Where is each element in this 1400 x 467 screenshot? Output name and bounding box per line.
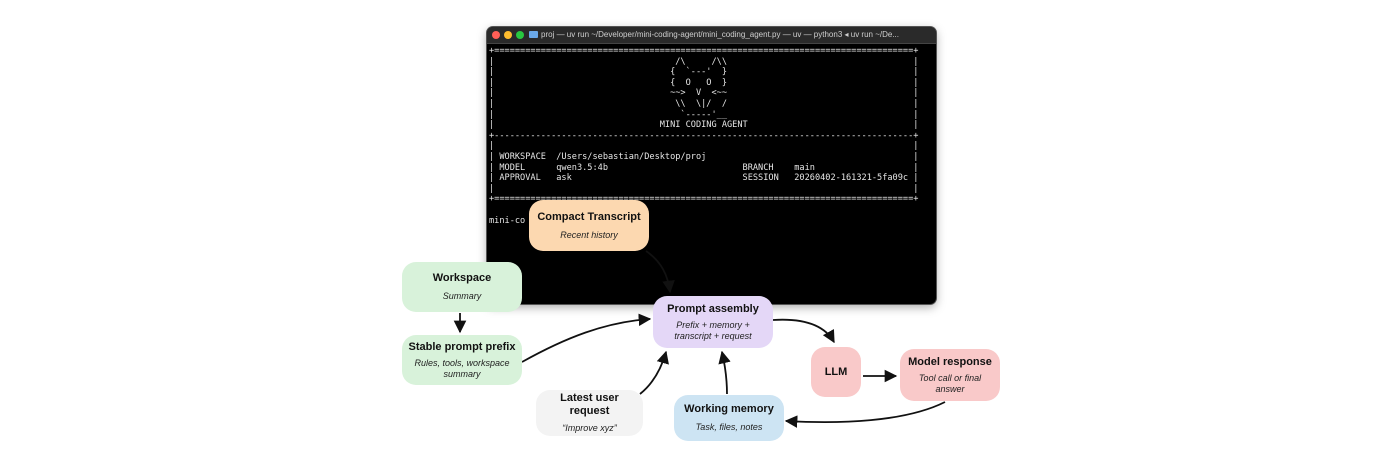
terminal-line: | ~~> V <~~ | <box>489 88 919 99</box>
working-memory-title: Working memory <box>684 403 774 415</box>
arrow-latest-to-prompt <box>639 350 669 395</box>
stable-prompt-prefix-title: Stable prompt prefix <box>408 340 516 353</box>
compact-transcript-node: Compact Transcript Recent history <box>529 200 649 251</box>
terminal-line: mini-co <box>489 215 526 226</box>
workspace-node: Workspace Summary <box>402 262 522 312</box>
working-memory-node: Working memory Task, files, notes <box>674 395 784 441</box>
llm-node: LLM <box>811 347 861 397</box>
terminal-line: | MODEL qwen3.5:4b BRANCH main | <box>489 162 919 173</box>
terminal-title: proj — uv run ~/Developer/mini-coding-ag… <box>541 30 899 39</box>
terminal-line: | `-----'__ | <box>489 109 919 120</box>
terminal-window: proj — uv run ~/Developer/mini-coding-ag… <box>487 27 936 304</box>
prompt-assembly-subtitle: Prefix + memory + transcript + request <box>674 319 752 341</box>
stable-prompt-prefix-subtitle: Rules, tools, workspace summary <box>414 357 510 379</box>
terminal-output: +=======================================… <box>487 44 936 226</box>
terminal-line: +---------------------------------------… <box>489 130 919 141</box>
arrow-stable-to-prompt <box>521 313 652 363</box>
workspace-subtitle: Summary <box>442 291 482 301</box>
arrow-compact-to-prompt <box>645 250 675 294</box>
terminal-line: | | <box>489 141 919 152</box>
model-response-title: Model response <box>908 355 992 368</box>
llm-title: LLM <box>824 365 848 378</box>
latest-user-request-title: Latest user request <box>560 392 619 417</box>
terminal-line: | { `---' } | <box>489 67 919 78</box>
terminal-line: | | <box>489 183 919 194</box>
terminal-line: | { O O } | <box>489 77 919 88</box>
workspace-title: Workspace <box>432 272 492 284</box>
terminal-title-bar: proj — uv run ~/Developer/mini-coding-ag… <box>487 27 936 44</box>
folder-icon <box>529 31 538 38</box>
working-memory-subtitle: Task, files, notes <box>695 422 763 432</box>
arrow-working-to-prompt <box>718 350 731 395</box>
compact-transcript-title: Compact Transcript <box>537 210 641 223</box>
arrow-response-to-working <box>784 401 946 428</box>
terminal-line: | MINI CODING AGENT | <box>489 120 919 131</box>
stable-prompt-prefix-node: Stable prompt prefix Rules, tools, works… <box>402 335 522 385</box>
terminal-line: +=======================================… <box>489 194 919 205</box>
arrow-prompt-to-llm <box>772 318 835 344</box>
model-response-subtitle: Tool call or final answer <box>918 372 982 394</box>
latest-user-request-node: Latest user request “Improve xyz” <box>536 390 643 436</box>
maximize-window-icon[interactable] <box>516 31 524 39</box>
prompt-assembly-title: Prompt assembly <box>667 302 759 315</box>
terminal-line: +=======================================… <box>489 46 919 56</box>
terminal-line: | APPROVAL ask SESSION 20260402-161321-5… <box>489 173 919 184</box>
minimize-window-icon[interactable] <box>504 31 512 39</box>
latest-user-request-subtitle: “Improve xyz” <box>562 423 617 433</box>
model-response-node: Model response Tool call or final answer <box>900 349 1000 401</box>
close-window-icon[interactable] <box>492 31 500 39</box>
prompt-assembly-node: Prompt assembly Prefix + memory + transc… <box>653 296 773 348</box>
compact-transcript-subtitle: Recent history <box>560 229 618 240</box>
terminal-line: | WORKSPACE /Users/sebastian/Desktop/pro… <box>489 151 919 162</box>
terminal-line: | \\ \|/ / | <box>489 98 919 109</box>
terminal-line: | /\ /\\ | <box>489 56 919 67</box>
